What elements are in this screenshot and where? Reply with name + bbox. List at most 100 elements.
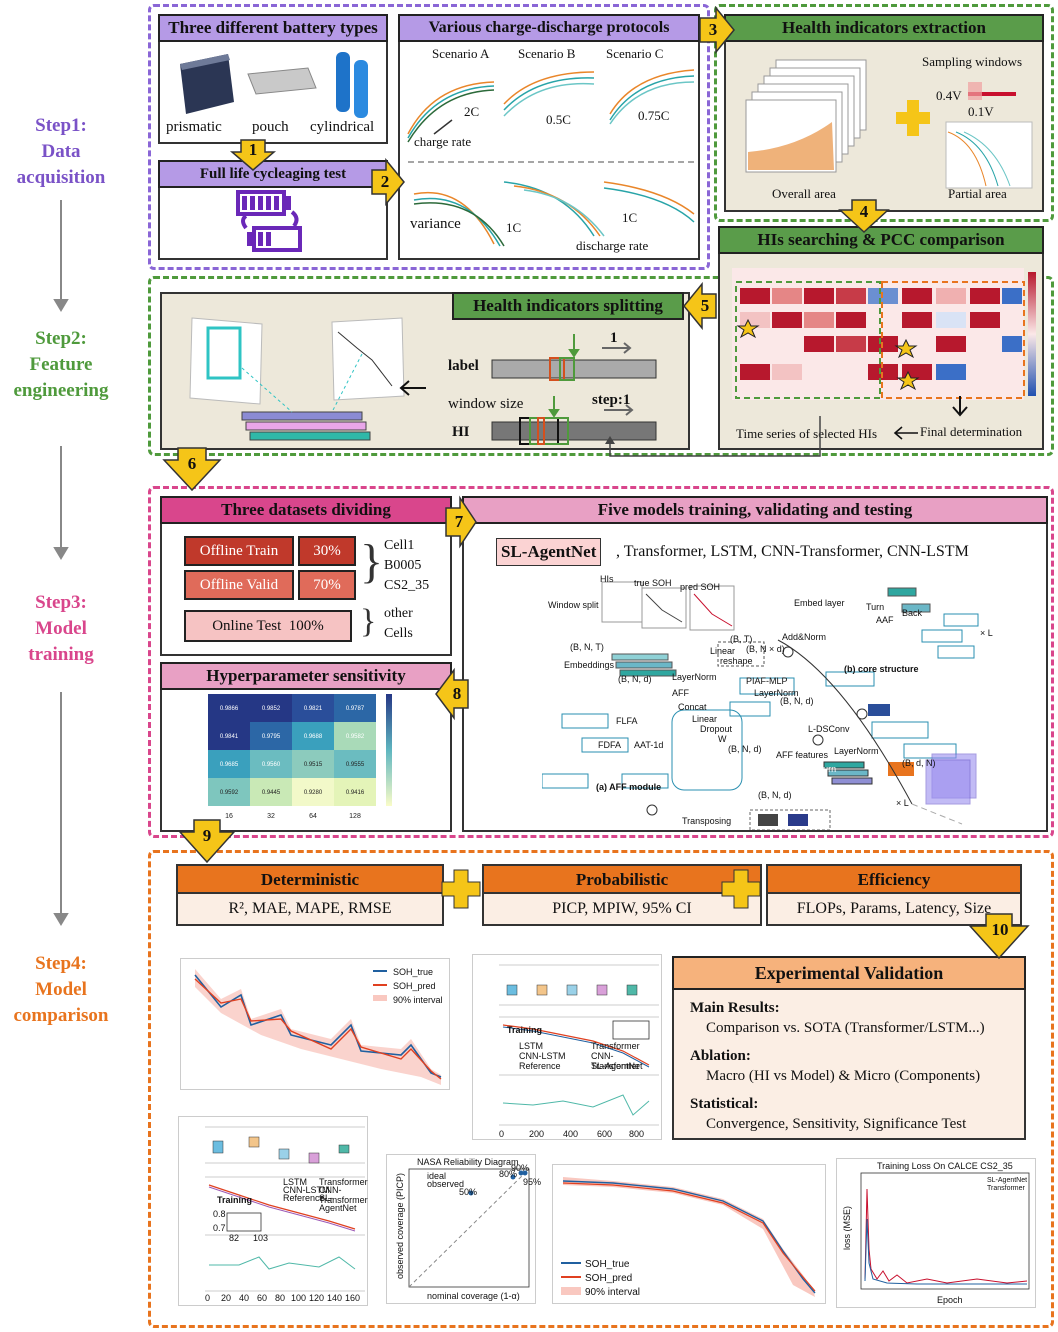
legend-interval-b: 90% interval [585,1287,641,1298]
xtick-b-3: 60 [257,1293,268,1303]
heatmap-value: 0.9795 [262,734,281,740]
heatmap-xtick: 64 [309,813,317,820]
arch-aff-module: (a) AFF module [596,782,662,792]
rate-1c-b: 1C [622,210,638,225]
legend-lstm-a: LSTM [519,1041,544,1051]
brace-top: } [360,535,384,588]
online-test-cell: Online Test 100% [184,610,352,642]
rel-point-50: 50% [459,1187,478,1197]
down-arrow-icon [952,396,968,417]
heatmap-cell [292,722,334,750]
xtick-b-4: 80 [275,1293,286,1303]
badge-4: 4 [859,202,869,221]
badge-10: 10 [991,920,1009,939]
v04-label: 0.4V [936,88,962,103]
step4-region [148,850,1054,1328]
validation-panel: Experimental Validation Main Results: Co… [672,956,1026,1140]
legend-cnn-transformer-b: CNN-Transformer [319,1185,368,1205]
time-series-connector [605,416,821,457]
arch-layernorm-3: LayerNorm [834,746,879,756]
arch-back: Back [800,710,821,720]
badge-7: 7 [454,512,464,531]
plus-icons [441,869,761,909]
arch-bnt: (B, N, T) [570,642,604,652]
battery-types-panel: Three different battery types prismatic … [158,14,388,144]
xtick-b-1: 20 [221,1293,232,1303]
arch-flfa: FLFA [616,716,638,726]
xtick-b-0: 0 [205,1293,211,1303]
legend-reference-a: Reference [519,1061,561,1071]
heatmap-value: 0.9416 [346,790,365,796]
arch-reshape: reshape [720,656,753,666]
legend-transformer-a: Transformer [591,1041,640,1051]
reliability-title: NASA Reliability Diagram [417,1157,519,1167]
arch-his: HIs [600,574,614,584]
arch-aaf: AAF [876,615,894,625]
efficiency-header: Efficiency [766,864,1022,896]
arch-back-2: Back [902,608,923,618]
step4-label: Step4: Model comparison [13,953,109,1026]
heatmap-value: 0.9852 [262,706,281,712]
heatmap-cell [334,722,376,750]
badge-9: 9 [202,826,212,845]
loss-xlabel: Epoch [937,1295,963,1305]
deterministic-metrics: R², MAE, MAPE, RMSE [176,892,444,926]
hi-text: HI [452,424,470,440]
cell-name-2: B0005 [384,558,422,573]
xtick-b-6: 120 [309,1293,325,1303]
heatmap-cell [292,694,334,722]
arch-layernorm: LayerNorm [672,672,717,682]
legend-sl-agentnet-b: SL-AgentNet [319,1193,357,1213]
heatmap-value: 0.9685 [220,762,239,768]
discharge-rate-label: discharge rate [576,238,649,253]
heatmap-cell [208,694,250,722]
arch-xl-1: × L [896,798,909,808]
statistical-label: Statistical: [690,1096,759,1112]
rate-2c: 2C [464,104,480,119]
left-arrow-split-icon [399,380,426,396]
arch-turn: Turn [818,764,837,774]
badge-8: 8 [452,684,462,703]
training-label-a: Training [507,1025,543,1035]
reliability-chart: NASA Reliability Diagram ideal observed … [386,1154,541,1304]
hi-search-title: HIs searching & PCC comparison [718,226,1044,254]
offline-valid-cell: Offline Valid [184,570,294,600]
legend-reference-b: Reference [283,1193,325,1203]
heatmap-value: 0.9445 [262,790,281,796]
legend-soh-pred-b: SOH_pred [585,1273,633,1284]
arch-bt: (B, T) [730,634,753,644]
offline-train-cell: Offline Train [184,536,294,566]
heatmap-cell [250,750,292,778]
scenario-c: Scenario C [606,46,664,61]
soh-long-chart: SOH_true SOH_pred 90% interval [552,1164,826,1304]
heatmap-cell [334,778,376,806]
efficiency-metrics: FLOPs, Params, Latency, Size [766,892,1022,926]
scenario-a: Scenario A [432,46,490,61]
step-one-text: 1 [610,330,618,346]
heatmap-value: 0.9866 [220,706,239,712]
arch-aff: AFF [672,688,689,698]
xtick-a-3: 600 [597,1129,613,1139]
cells-label: Cells [384,626,413,641]
datasets-title: Three datasets dividing [160,496,452,524]
battery-illustrations [180,52,368,118]
heatmap-xtick: 128 [349,813,361,820]
legend-soh-true-b: SOH_true [585,1259,630,1270]
heatmap-value: 0.9280 [304,790,323,796]
arch-bnd-4: (B, N, d) [758,790,792,800]
loss-legend-2: Transformer [987,1185,1025,1192]
overall-area-label: Overall area [772,186,836,201]
split-bars [491,334,657,445]
arch-layernorm-2: LayerNorm [754,688,799,698]
pcc-heatmap [732,268,1036,400]
models-panel: Five models training, validating and tes… [462,496,1048,832]
battery-label-cylindrical: cylindrical [310,119,375,135]
callout-07: 0.7 [213,1223,226,1233]
validation-title: Experimental Validation [672,956,1026,990]
left-arrow-icon [893,426,918,440]
arch-ldsconv: L-DSConv [808,724,850,734]
other-models-label: , Transformer, LSTM, CNN-Transformer, CN… [616,543,969,560]
